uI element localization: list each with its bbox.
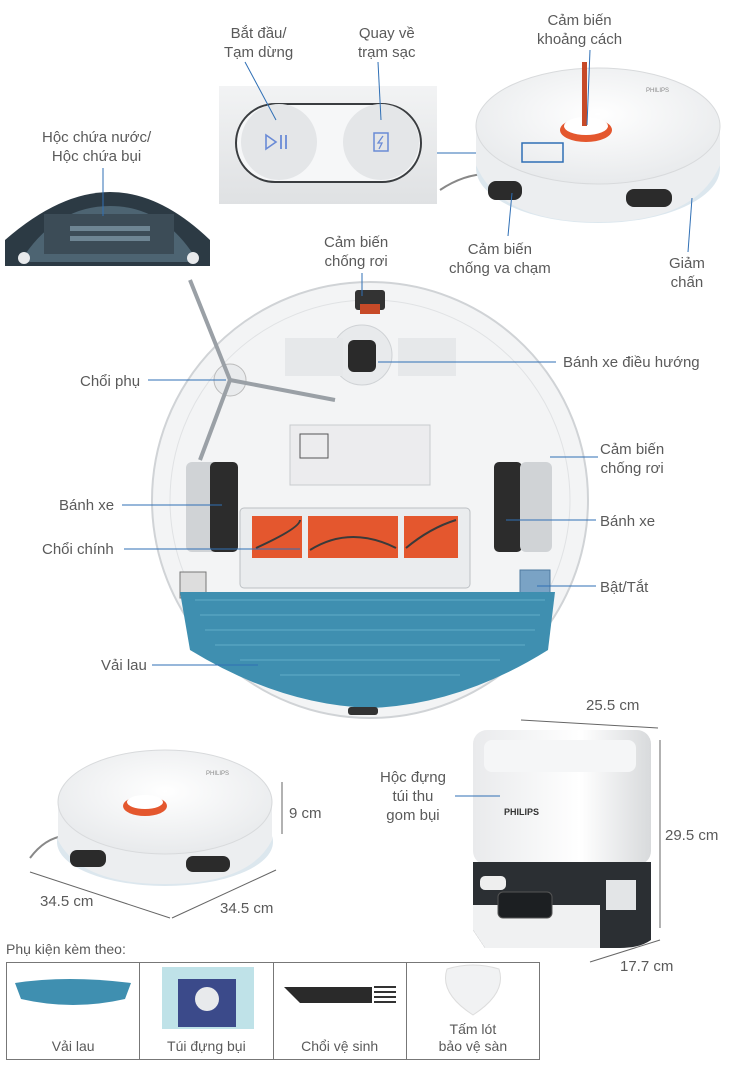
accessories-table: Vải lau Túi đựng bụi Chổi vệ sinh Tấm ló…: [6, 962, 540, 1060]
tank-closeup: [5, 192, 210, 266]
accessory-dust-bag: Túi đựng bụi: [140, 963, 274, 1059]
dim-robot-height: 9 cm: [289, 805, 322, 822]
robot-top-view: PHILIPS: [439, 62, 721, 223]
play-pause-icon: [265, 133, 287, 151]
dim-robot-width: 34.5 cm: [40, 893, 94, 910]
floor-protector-icon: [444, 964, 501, 1016]
label-mop-cloth: Vải lau: [101, 657, 147, 674]
brand-text-top: PHILIPS: [646, 88, 669, 94]
label-start-pause: Bắt đầu/Tạm dừng: [224, 25, 294, 61]
mop-cloth-icon: [15, 979, 131, 1005]
leader-return-dock: [377, 61, 382, 121]
label-steering-wheel: Bánh xe điều hướng: [563, 354, 700, 371]
dim-dock-height: 29.5 cm: [665, 827, 719, 844]
accessory-name: Vải lau: [51, 1038, 95, 1054]
button-panel: [219, 86, 437, 204]
dust-bag-icon: [162, 967, 255, 1029]
accessory-cleaning-brush: Chổi vệ sinh: [274, 963, 407, 1059]
dim-robot-depth: 34.5 cm: [220, 900, 274, 917]
robot-underside: [151, 279, 589, 719]
leader-start-pause: [244, 61, 277, 121]
label-main-brush: Chổi chính: [42, 541, 114, 558]
accessory-name: Túi đựng bụi: [167, 1038, 246, 1054]
dock-return-icon: [373, 132, 389, 152]
robot-dimension-view: PHILIPS: [29, 749, 273, 886]
accessories-title: Phụ kiện kèm theo:: [6, 941, 126, 957]
brand-text-dock: PHILIPS: [504, 807, 539, 817]
leader-collision-sensor: [507, 192, 513, 237]
label-wheel-left: Bánh xe: [59, 497, 115, 514]
label-side-brush: Chổi phụ: [80, 373, 141, 390]
dock-dimension-lines: [520, 719, 661, 963]
accessory-name: Chổi vệ sinh: [301, 1038, 379, 1054]
side-brush: [188, 279, 336, 461]
label-power-switch: Bật/Tắt: [600, 579, 649, 596]
brand-text-robot: PHILIPS: [206, 771, 229, 777]
cleaning-brush-icon: [283, 986, 396, 1003]
accessory-mop-cloth: Vải lau: [7, 963, 141, 1059]
label-wheel-right: Bánh xe: [600, 513, 656, 530]
label-water-dust-tank: Hộc chứa nước/Hộc chứa bụi: [42, 129, 152, 165]
dim-dock-depth: 17.7 cm: [620, 958, 674, 975]
dock-station: PHILIPS: [473, 730, 651, 948]
leader-distance-sensor: [586, 49, 591, 126]
dim-dock-width: 25.5 cm: [586, 697, 640, 714]
robot-dimension-lines: [29, 782, 283, 919]
leader-shock: [687, 197, 693, 253]
